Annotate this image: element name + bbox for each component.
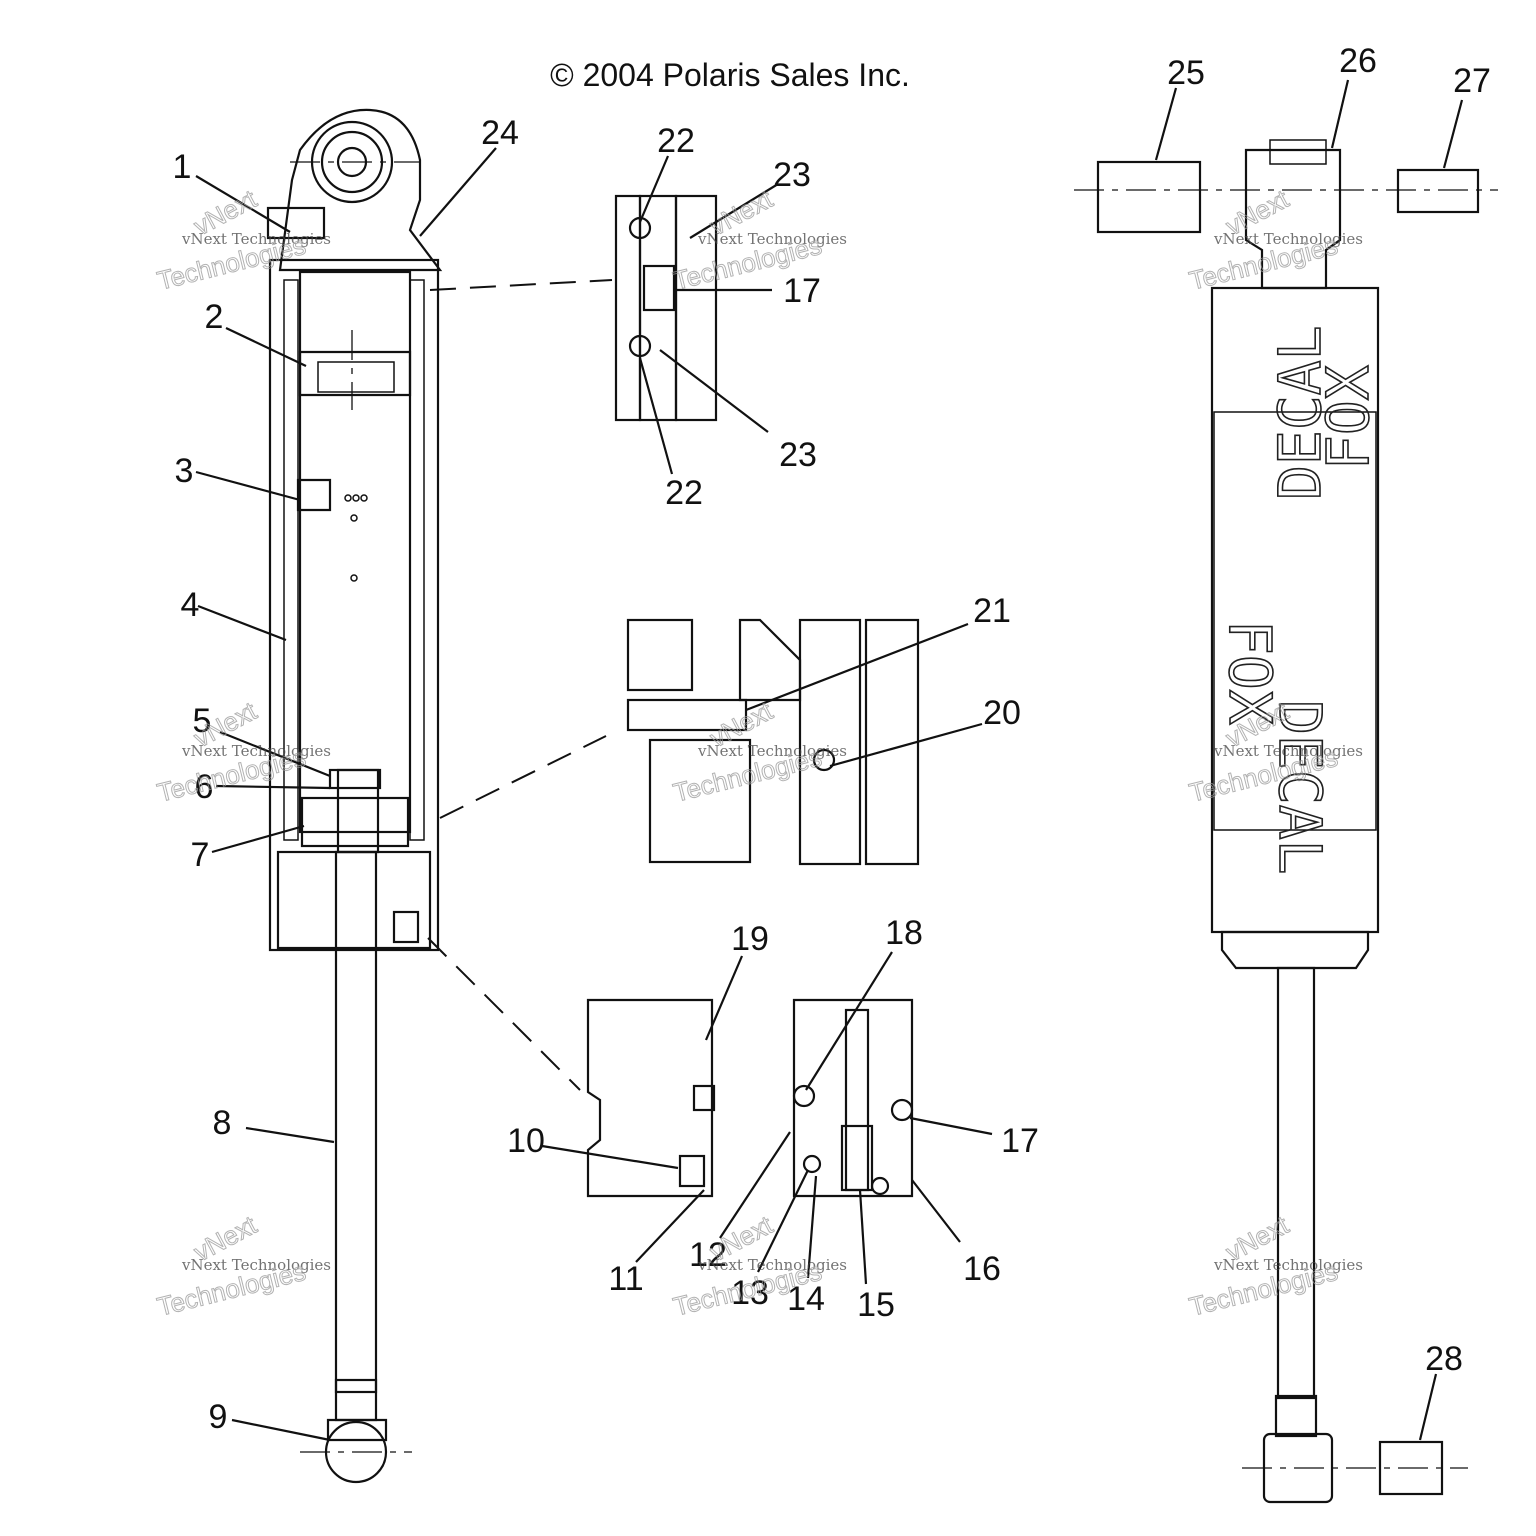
callout-18: 18 [885, 914, 923, 952]
svg-text:vNext Technologies: vNext Technologies [181, 230, 331, 248]
callout-23-top: 23 [773, 156, 811, 194]
svg-text:vNext Technologies: vNext Technologies [1213, 742, 1363, 760]
decal-label: DECAL [1266, 700, 1334, 875]
callout-20: 20 [983, 694, 1021, 732]
callout-27: 27 [1453, 62, 1491, 100]
watermark: vNext vNext Technologies Technologies [1186, 1209, 1363, 1323]
detail-seal-head [427, 937, 914, 1198]
callout-labels: 1 2 3 4 5 6 7 8 9 10 11 12 13 14 15 16 1… [173, 42, 1491, 1436]
shock-cross-section [266, 108, 443, 1484]
copyright-notice: © 2004 Polaris Sales Inc. [550, 57, 910, 93]
svg-text:vNext Technologies: vNext Technologies [697, 230, 847, 248]
detail-piston [439, 618, 920, 866]
watermark: vNext vNext Technologies Technologies [1186, 183, 1363, 297]
svg-text:vNext Technologies: vNext Technologies [697, 1256, 847, 1274]
callout-24: 24 [481, 114, 519, 152]
svg-text:vNext Technologies: vNext Technologies [697, 742, 847, 760]
callout-12: 12 [689, 1236, 727, 1274]
svg-text:vNext Technologies: vNext Technologies [1213, 230, 1363, 248]
watermark: vNext vNext Technologies Technologies [154, 695, 331, 809]
callout-28: 28 [1425, 1340, 1463, 1378]
decal-fox: FOX [1216, 620, 1284, 725]
callout-14: 14 [787, 1280, 825, 1318]
callout-10: 10 [507, 1122, 545, 1160]
watermark: vNext vNext Technologies Technologies [154, 1209, 331, 1323]
svg-text:vNext Technologies: vNext Technologies [181, 1256, 331, 1274]
callout-17-bottom: 17 [1001, 1122, 1039, 1160]
decal-label-inverted: DECAL [1266, 325, 1334, 500]
callout-25: 25 [1167, 54, 1205, 92]
callout-21: 21 [973, 592, 1011, 630]
leader-lines [195, 79, 1464, 1442]
callout-22-top: 22 [657, 122, 695, 160]
callout-22-bottom: 22 [665, 474, 703, 512]
callout-6: 6 [195, 768, 214, 806]
callout-26: 26 [1339, 42, 1377, 80]
callout-23-bottom: 23 [779, 436, 817, 474]
decal-fox-inverted: FOX [1314, 365, 1382, 470]
svg-text:vNext Technologies: vNext Technologies [181, 742, 331, 760]
callout-5: 5 [193, 702, 212, 740]
callout-8: 8 [213, 1104, 232, 1142]
callout-17-top: 17 [783, 272, 821, 310]
callout-15: 15 [857, 1286, 895, 1324]
callout-13: 13 [731, 1274, 769, 1312]
watermark: vNext vNext Technologies Technologies [154, 183, 331, 297]
svg-text:vNext Technologies: vNext Technologies [1213, 1256, 1363, 1274]
watermark: vNext vNext Technologies Technologies [670, 695, 847, 809]
callout-9: 9 [209, 1398, 228, 1436]
detail-top-seal [429, 194, 718, 422]
callout-19: 19 [731, 920, 769, 958]
callout-16: 16 [963, 1250, 1001, 1288]
shock-exterior-view: FOX DECAL FOX DECAL [1074, 139, 1498, 1504]
callout-4: 4 [181, 586, 200, 624]
callout-1: 1 [173, 148, 192, 186]
callout-11: 11 [608, 1260, 643, 1298]
callout-3: 3 [175, 452, 194, 490]
callout-7: 7 [191, 836, 210, 874]
callout-2: 2 [205, 298, 224, 336]
